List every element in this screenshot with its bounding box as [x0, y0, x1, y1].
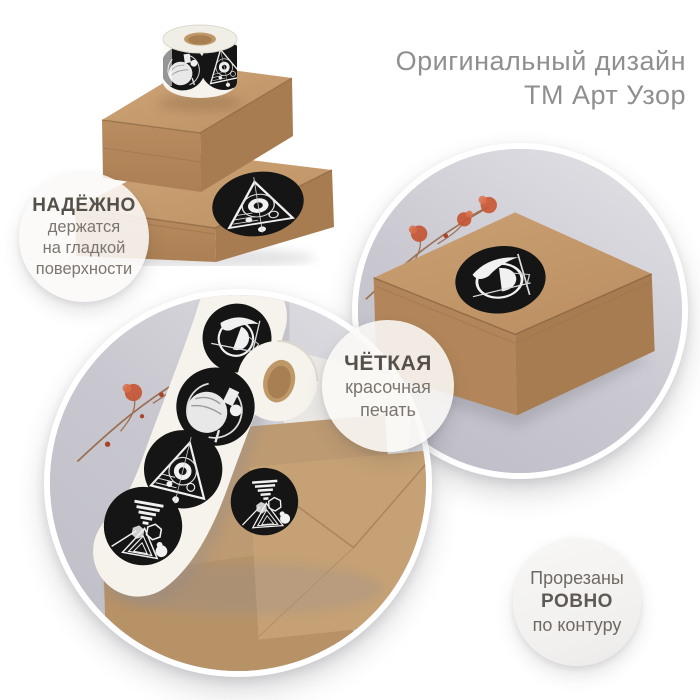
brand-caption-line2: ТМ Арт Узор: [523, 80, 686, 110]
roll-core: [237, 340, 319, 422]
badge-cut-line: Прорезаны: [530, 568, 624, 588]
badge-adhesion-line: поверхности: [35, 260, 133, 278]
badge-cut-line: по контуру: [532, 615, 622, 635]
badge-adhesion: НАДЁЖНО держатся на гладкой поверхности: [19, 172, 149, 302]
badge-print-title: ЧЁТКАЯ: [344, 351, 432, 375]
badge-die-cut: Прорезаны РОВНО по контуру: [513, 538, 641, 666]
badge-print-line: печать: [360, 399, 416, 420]
brand-caption-line1: Оригинальный дизайн: [395, 46, 686, 76]
badge-cut-title: РОВНО: [541, 591, 613, 612]
badge-adhesion-line: на гладкой: [42, 239, 126, 257]
sticker-roll-strip-icon: [93, 295, 319, 607]
badge-print-line: красочная: [345, 376, 431, 397]
badge-adhesion-title: НАДЁЖНО: [32, 195, 136, 216]
badge-print-quality: ЧЁТКАЯ красочная печать: [322, 320, 454, 452]
brand-caption: Оригинальный дизайн ТМ Арт Узор: [346, 44, 686, 112]
sticker-roll-icon: [158, 24, 242, 111]
badge-adhesion-line: держатся: [47, 218, 121, 236]
